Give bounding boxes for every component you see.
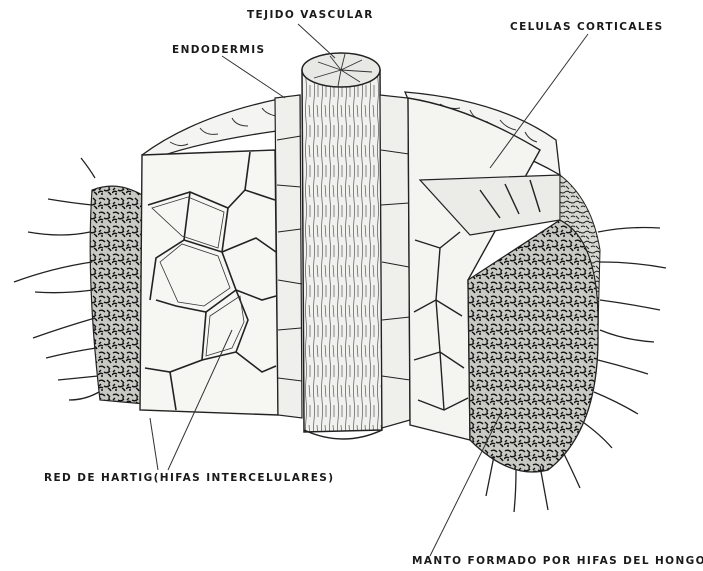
vascular-stele	[302, 53, 382, 439]
label-endodermis: ENDODERMIS	[172, 44, 266, 56]
left-cortex-face	[140, 150, 278, 415]
label-manto-hifas: MANTO FORMADO POR HIFAS DEL HONGO	[412, 555, 703, 567]
left-fungal-mantle	[14, 158, 145, 404]
label-celulas-corticales: CELULAS CORTICALES	[510, 21, 664, 33]
endodermis-right	[380, 95, 410, 428]
label-tejido-vascular: TEJIDO VASCULAR	[247, 9, 374, 21]
endodermis-left	[275, 95, 302, 418]
label-red-de-hartig: RED DE HARTIG(HIFAS INTERCELULARES)	[44, 472, 334, 484]
